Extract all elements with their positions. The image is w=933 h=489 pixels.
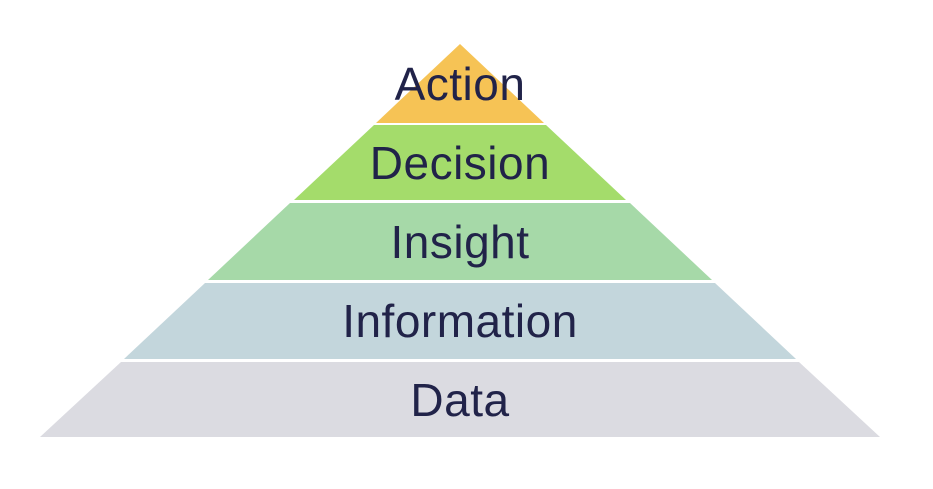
- pyramid-band-data: Data: [40, 362, 880, 437]
- pyramid-label-wrap-decision: Decision: [40, 125, 880, 200]
- pyramid-label-data: Data: [410, 373, 510, 426]
- pyramid-band-information: Information: [40, 283, 880, 359]
- pyramid-label-wrap-data: Data: [40, 362, 880, 437]
- pyramid-layer-data: [40, 362, 880, 437]
- pyramid-label-wrap-action: Action: [40, 44, 880, 123]
- pyramid-layer-insight: [208, 203, 712, 280]
- pyramid-layer-information: [124, 283, 796, 359]
- pyramid-band-decision: Decision: [40, 125, 880, 200]
- pyramid-label-wrap-insight: Insight: [40, 203, 880, 280]
- pyramid-band-insight: Insight: [40, 203, 880, 280]
- pyramid-label-decision: Decision: [369, 136, 551, 189]
- pyramid-label-information: Information: [342, 295, 578, 347]
- pyramid-label-action: Action: [394, 57, 526, 110]
- pyramid-label-wrap-information: Information: [40, 283, 880, 359]
- pyramid-label-insight: Insight: [390, 215, 530, 268]
- pyramid-band-action: Action: [40, 44, 880, 123]
